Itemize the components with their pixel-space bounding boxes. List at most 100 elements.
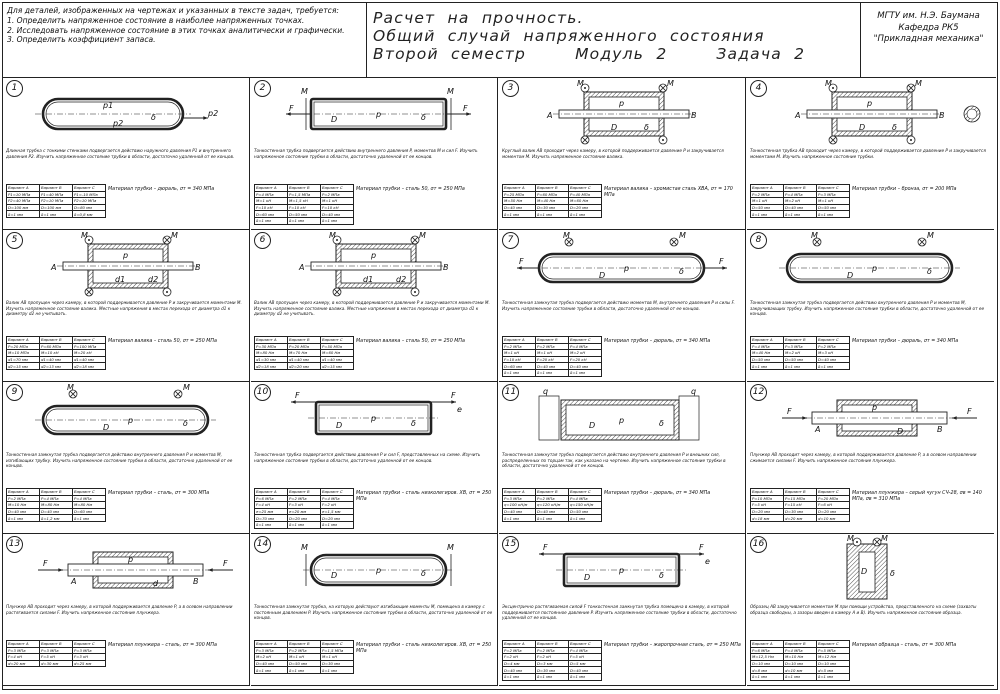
variant-cell: δ=1 мм	[783, 362, 817, 370]
variant-cell: D=40 мм	[568, 666, 602, 674]
variant-cell: P=2 МПа	[535, 494, 569, 503]
drawing-label: M	[847, 534, 854, 543]
variant-cell: F=15 кН	[783, 501, 817, 509]
drawing-label: M	[679, 231, 686, 240]
drawing-label: B	[443, 263, 449, 272]
drawing-label: δ	[927, 267, 932, 276]
variant-cell: P=3 МПа	[72, 646, 106, 655]
drawing-label: q	[543, 387, 548, 396]
variant-cell: d2=20 мм	[287, 362, 321, 370]
drawing-label: M	[563, 231, 570, 240]
variant-cell: F=6 кН	[816, 501, 850, 509]
variant-cell: Вариант А	[750, 488, 784, 496]
requirement-line: Для деталей, изображенных на чертежах и …	[7, 6, 339, 15]
variant-cell: δ=1 мм	[783, 672, 817, 681]
drawing-label: M	[881, 534, 888, 543]
variant-cell: D=4 мм	[502, 659, 536, 668]
arrow-head	[802, 416, 807, 420]
variant-cell: P=2 МПа	[6, 494, 40, 503]
arrow-head	[286, 112, 291, 116]
material-spec: Материал трубки – сталь низколегиров. ХВ…	[356, 491, 492, 502]
variant-cell: δ=1 мм	[816, 362, 850, 370]
variant-cell: P=100 МПа	[72, 342, 106, 351]
variant-cell: δ=1 мм	[568, 672, 602, 681]
variant-cell: δ=1 мм	[750, 362, 784, 370]
drawing-label: δ	[411, 419, 416, 428]
variant-cell: P=20 МПа	[816, 494, 850, 503]
variant-cell: D=50 мм	[750, 203, 784, 212]
variant-cell: Вариант А	[6, 336, 40, 344]
variant-cell: P=2 МПа	[535, 342, 569, 351]
variant-cell: e=20 мм	[287, 507, 321, 516]
moment-dot	[662, 139, 664, 141]
variant-cell: δ=1 мм	[535, 672, 569, 681]
variant-cell: q=150 кН/м	[568, 501, 602, 509]
drawing-label: D	[103, 423, 109, 432]
panel-number: 9	[6, 384, 23, 401]
variant-cell: P=50 МПа	[320, 342, 354, 351]
drawing-label: M	[67, 383, 74, 392]
variant-cell: M=2 кН	[254, 653, 288, 661]
drawing-label: F	[289, 104, 294, 113]
variant-cell: F=4 кН	[254, 501, 288, 509]
variant-cell: M=12 Нм	[816, 653, 850, 661]
variant-cell: M=40 Нм	[535, 197, 569, 205]
variant-cell: Вариант А	[750, 640, 784, 648]
moment-cross	[907, 84, 915, 92]
drawing-label: p	[370, 414, 376, 423]
panel-number: 4	[750, 80, 767, 97]
panel-number: 8	[750, 232, 767, 249]
variant-cell: M=1 кН	[816, 197, 850, 205]
variant-cell: δ=1 мм	[816, 672, 850, 681]
variant-cell: D=10 мм	[783, 659, 817, 668]
drawing-label: M	[301, 543, 308, 552]
drawing-label: M	[927, 231, 934, 240]
variant-cell: D=100 мм	[39, 203, 73, 212]
variant-cell: Вариант А	[750, 336, 784, 344]
variant-cell: Вариант В	[39, 640, 73, 648]
arrow-head	[699, 552, 704, 556]
variant-cell: Вариант С	[568, 640, 602, 648]
variant-cell: M=12,5 Нм	[750, 653, 784, 661]
variant-cell: F=4 кН	[6, 653, 40, 661]
variant-cell: M=1 кН	[535, 349, 569, 357]
variant-cell: M=1 кН	[287, 653, 321, 661]
drawing-label: B	[691, 111, 697, 120]
variant-cell: Вариант С	[320, 640, 354, 648]
arrow-head	[722, 266, 727, 270]
variant-cell: q=100 кН/м	[502, 501, 536, 509]
variant-cell: δ=1 мм	[502, 672, 536, 681]
variant-cell: D=20 мм	[568, 203, 602, 212]
institution-block: МГТУ им. Н.Э. Баумана Кафедра РК5 "Прикл…	[861, 3, 996, 77]
variant-cell: P=3 МПа	[502, 494, 536, 503]
variant-cell: δ=1 мм	[254, 666, 288, 674]
variant-cell: D=80 мм	[72, 203, 106, 212]
variant-cell: F=10 кН	[287, 203, 321, 212]
panel-number: 13	[6, 536, 23, 553]
institution-line: МГТУ им. Н.Э. Баумана	[877, 11, 980, 21]
variant-cell: M=2 кН	[783, 197, 817, 205]
